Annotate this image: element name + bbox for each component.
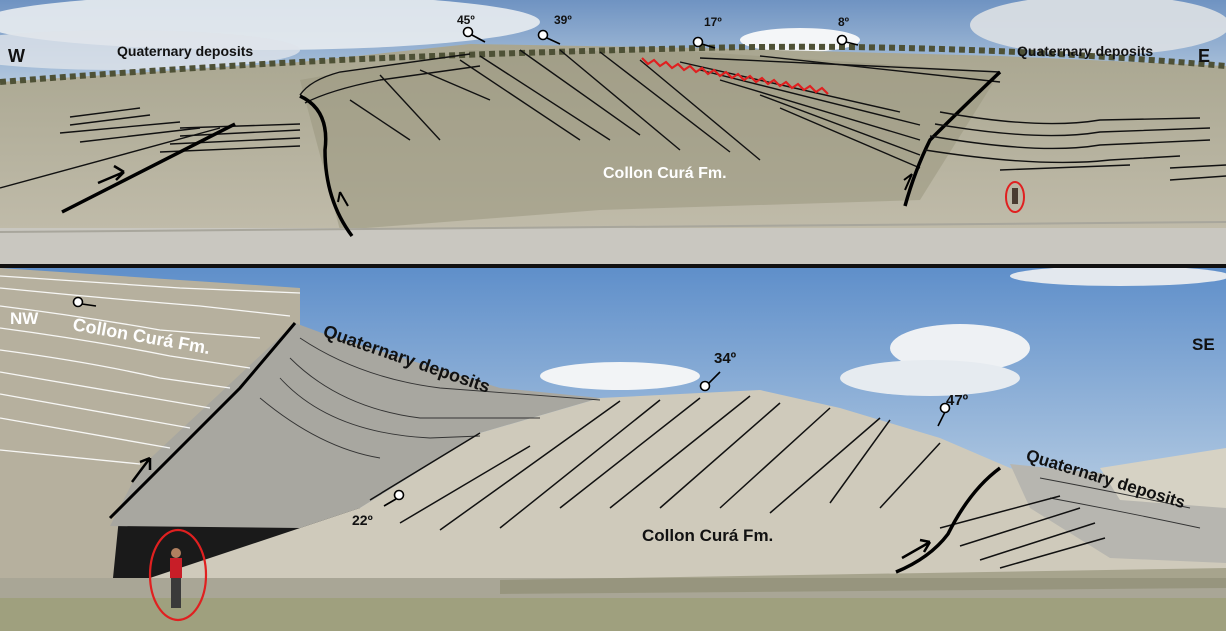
direction-label-east: E bbox=[1198, 46, 1210, 66]
bedding-right bbox=[924, 111, 1226, 181]
cloud bbox=[840, 360, 1020, 396]
dip-label: 45º bbox=[457, 13, 475, 27]
dip-label: 17º bbox=[704, 15, 722, 29]
dip-symbol-icon bbox=[462, 26, 474, 38]
formation-label: Collon Curá Fm. bbox=[603, 165, 727, 182]
top-panorama-svg: W E Quaternary deposits Quaternary depos… bbox=[0, 0, 1226, 264]
dip-symbol-icon bbox=[692, 36, 704, 48]
fault-arrow-icon bbox=[97, 164, 125, 185]
red-unconformity-line bbox=[641, 57, 829, 95]
quaternary-label-right: Quaternary deposits bbox=[1017, 43, 1153, 59]
direction-label-west: W bbox=[8, 46, 25, 66]
cloud bbox=[540, 362, 700, 390]
person-marker bbox=[1005, 181, 1025, 213]
bottom-panorama-svg: NW SE Collon Curá Fm. Quaternary deposit… bbox=[0, 268, 1226, 631]
bedding-left-white bbox=[0, 275, 301, 465]
dip-label: 8º bbox=[838, 15, 850, 29]
fault-arrow-icon bbox=[901, 538, 932, 560]
thrust-fault-center bbox=[299, 94, 354, 238]
cloud bbox=[890, 324, 1030, 372]
top-panorama-photo: W E Quaternary deposits Quaternary depos… bbox=[0, 0, 1226, 264]
bedding-hill bbox=[369, 395, 1106, 569]
cloud bbox=[1010, 268, 1226, 286]
cliff-left bbox=[0, 268, 300, 608]
wedge-bedding bbox=[259, 337, 1201, 529]
dip-label: 39º bbox=[554, 13, 572, 27]
floor-edge bbox=[0, 221, 1226, 233]
dip-symbol-icon bbox=[939, 402, 951, 414]
dip-label: 22º bbox=[352, 512, 373, 528]
person bbox=[1012, 188, 1018, 204]
vegetation-foreground bbox=[0, 598, 1226, 631]
bedding-left bbox=[0, 107, 301, 189]
thrust-fault-right bbox=[895, 466, 1002, 574]
quaternary-label-left: Quaternary deposits bbox=[117, 43, 253, 59]
direction-label-northwest: NW bbox=[10, 309, 39, 328]
fault-arrow-icon bbox=[131, 456, 152, 483]
person-head bbox=[171, 548, 181, 558]
cloud bbox=[970, 0, 1226, 55]
formation-label-center: Collon Curá Fm. bbox=[642, 526, 773, 545]
bottom-panorama-photo: NW SE Collon Curá Fm. Quaternary deposit… bbox=[0, 268, 1226, 631]
central-hill bbox=[120, 390, 1226, 588]
dip-symbol-icon bbox=[72, 296, 84, 308]
direction-label-southeast: SE bbox=[1192, 335, 1215, 354]
dip-symbol-icon bbox=[537, 29, 549, 41]
distant-hill bbox=[1100, 448, 1226, 508]
dip-symbol-icon bbox=[836, 34, 848, 46]
panel-divider bbox=[0, 264, 1226, 268]
bedding-fold bbox=[299, 49, 1001, 169]
dip-symbol-icon bbox=[699, 380, 711, 392]
water bbox=[500, 568, 1226, 594]
cloud bbox=[0, 30, 300, 70]
dip-label: 34º bbox=[714, 350, 737, 367]
dip-label: 47º bbox=[946, 392, 969, 409]
fault-arrow-icon bbox=[337, 191, 349, 207]
dip-symbol-icon bbox=[393, 489, 405, 501]
dip-symbols-top bbox=[462, 26, 859, 49]
person-marker bbox=[148, 528, 208, 622]
thrust-fault-left bbox=[108, 322, 297, 520]
gravel-floor bbox=[0, 228, 1226, 264]
thrust-fault-left bbox=[61, 122, 236, 214]
thrust-fault-right bbox=[903, 70, 1002, 207]
person bbox=[170, 558, 182, 578]
dip-symbols-bottom bbox=[72, 296, 951, 507]
person-legs bbox=[171, 578, 181, 608]
fault-arrow-icon bbox=[903, 173, 913, 191]
